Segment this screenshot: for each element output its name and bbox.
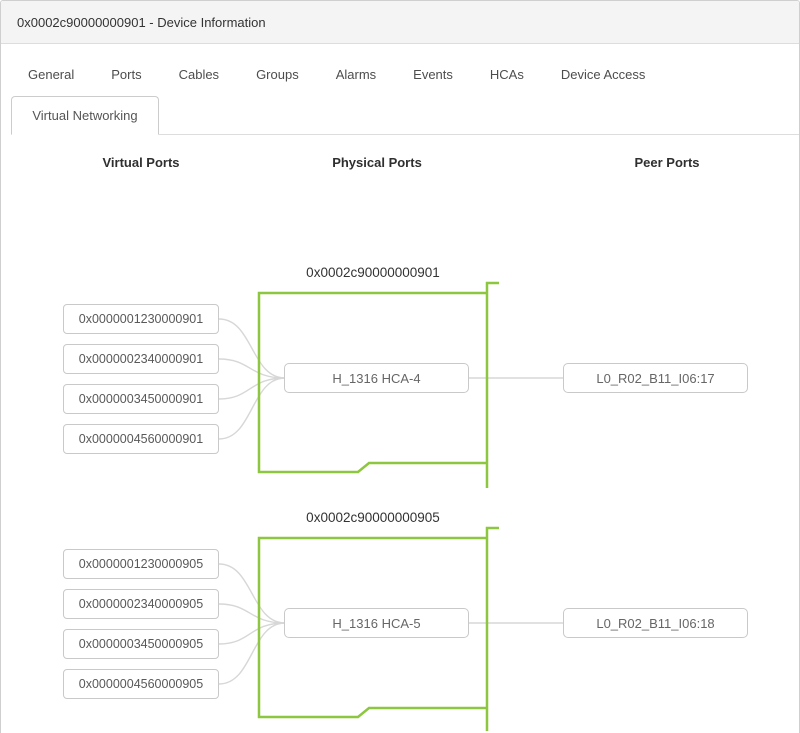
virtual-port-node[interactable]: 0x0000003450000901 xyxy=(63,384,219,414)
tab-ports[interactable]: Ports xyxy=(111,66,142,82)
window-title: 0x0002c90000000901 - Device Information xyxy=(17,14,266,30)
peer-port-node[interactable]: L0_R02_B11_I06:17 xyxy=(563,363,748,393)
connector-curves-section-2 xyxy=(218,563,563,685)
device-tabs: General Ports Cables Groups Alarms Event… xyxy=(28,56,789,92)
virtual-port-node[interactable]: 0x0000004560000901 xyxy=(63,424,219,454)
device-outline-section-2 xyxy=(257,526,499,731)
tab-virtual-networking[interactable]: Virtual Networking xyxy=(11,96,159,135)
tab-events[interactable]: Events xyxy=(413,66,453,82)
window-title-bar: 0x0002c90000000901 - Device Information xyxy=(1,1,799,44)
tab-groups[interactable]: Groups xyxy=(256,66,299,82)
subtab-label: Virtual Networking xyxy=(32,108,138,123)
column-header-physical-ports: Physical Ports xyxy=(332,155,422,170)
device-bracket xyxy=(485,526,499,731)
device-guid-label: 0x0002c90000000901 xyxy=(306,265,440,280)
physical-port-node[interactable]: H_1316 HCA-5 xyxy=(284,608,469,638)
physical-port-node[interactable]: H_1316 HCA-4 xyxy=(284,363,469,393)
tab-divider-line xyxy=(158,134,799,135)
tab-device-access[interactable]: Device Access xyxy=(560,66,646,82)
virtual-port-node[interactable]: 0x0000002340000905 xyxy=(63,589,219,619)
virtual-port-node[interactable]: 0x0000001230000905 xyxy=(63,549,219,579)
device-guid-label: 0x0002c90000000905 xyxy=(306,510,440,525)
tab-alarms[interactable]: Alarms xyxy=(335,66,377,82)
device-bracket xyxy=(485,281,499,488)
tab-cables[interactable]: Cables xyxy=(178,66,220,82)
device-shape xyxy=(257,291,487,474)
peer-port-node[interactable]: L0_R02_B11_I06:18 xyxy=(563,608,748,638)
virtual-port-node[interactable]: 0x0000004560000905 xyxy=(63,669,219,699)
device-outline-section-1 xyxy=(257,281,499,488)
column-header-peer-ports: Peer Ports xyxy=(634,155,700,170)
virtual-port-node[interactable]: 0x0000003450000905 xyxy=(63,629,219,659)
device-shape xyxy=(257,536,487,719)
virtual-port-node[interactable]: 0x0000001230000901 xyxy=(63,304,219,334)
tab-general[interactable]: General xyxy=(28,66,75,82)
tab-hcas[interactable]: HCAs xyxy=(489,66,524,82)
virtual-port-node[interactable]: 0x0000002340000901 xyxy=(63,344,219,374)
connector-curves-section-1 xyxy=(218,318,563,440)
column-header-virtual-ports: Virtual Ports xyxy=(102,155,180,170)
